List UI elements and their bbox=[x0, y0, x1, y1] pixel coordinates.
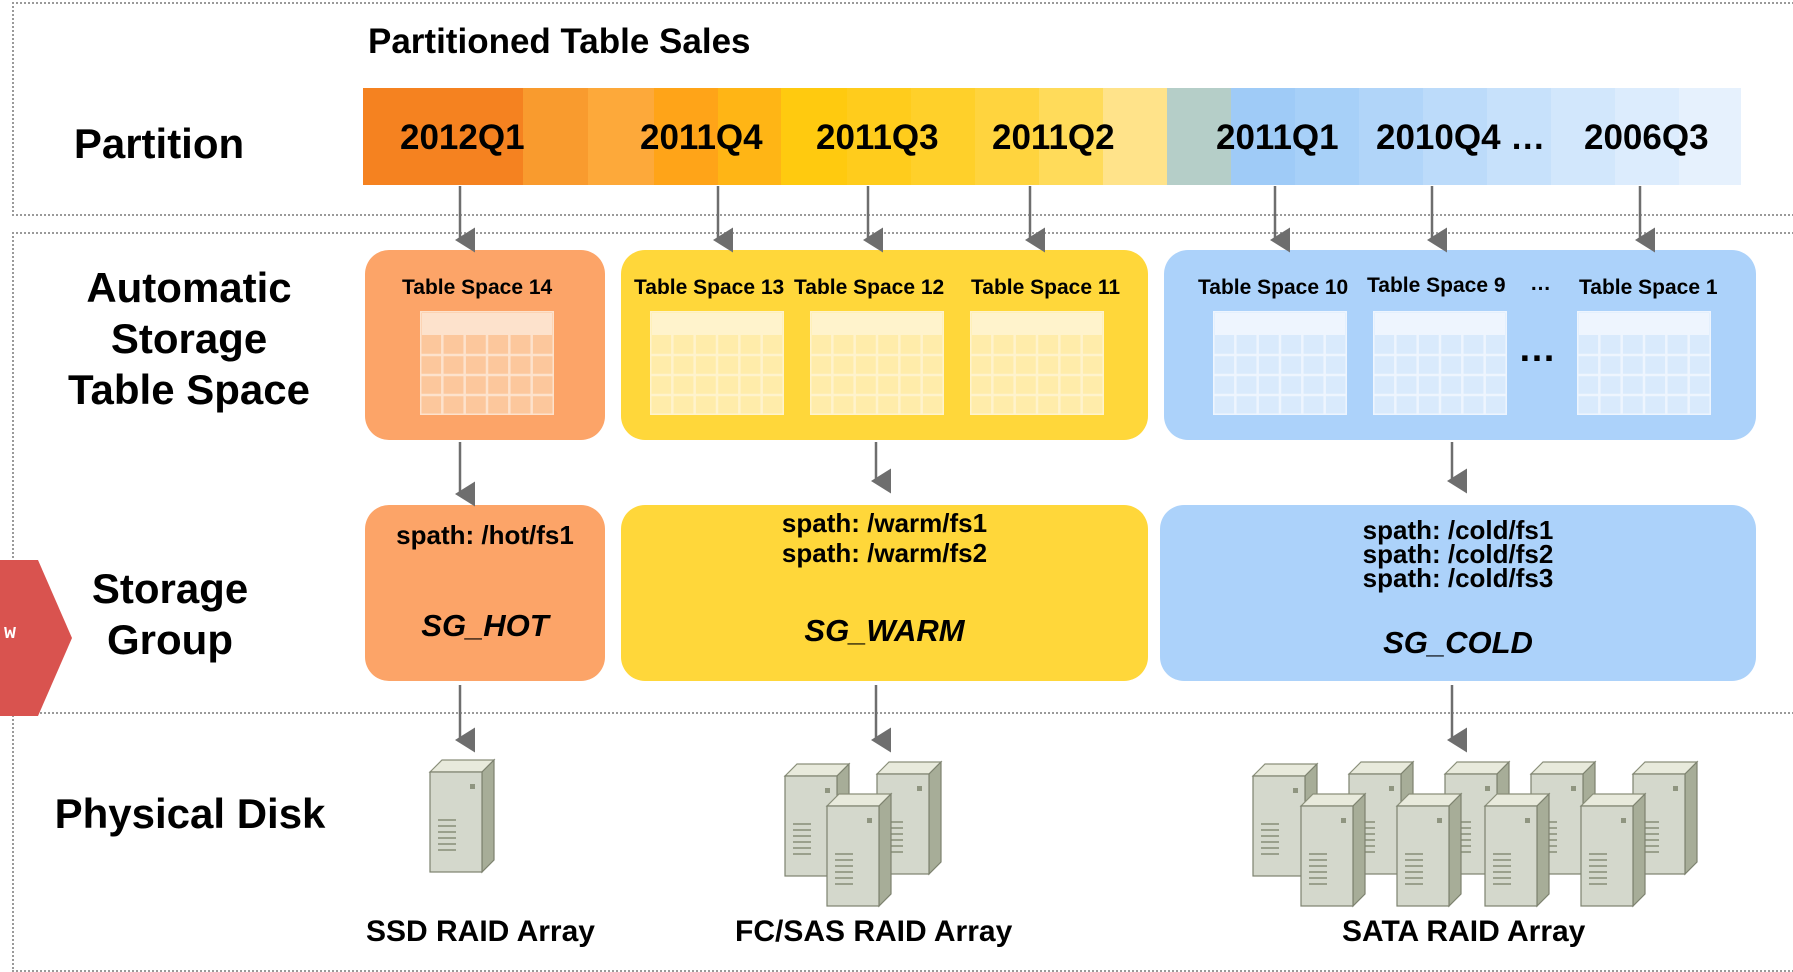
server-icon bbox=[1299, 792, 1367, 908]
tablespace-12-label: Table Space 12 bbox=[794, 276, 945, 299]
servers-warm bbox=[783, 760, 943, 908]
row-label-tablespace-line3: Table Space bbox=[68, 366, 310, 414]
servers-hot bbox=[428, 758, 496, 874]
table-grid-icon bbox=[810, 311, 944, 415]
disk-label-sata: SATA RAID Array bbox=[1342, 915, 1586, 948]
table-grid-icon bbox=[650, 311, 784, 415]
server-icon bbox=[428, 758, 496, 874]
partition-2010q4: 2010Q4 … bbox=[1376, 118, 1546, 157]
sg-warm-paths: spath: /warm/fs1 spath: /warm/fs2 bbox=[781, 508, 988, 568]
table-grid-icon bbox=[1373, 311, 1507, 415]
row-label-storage-line1: Storage bbox=[91, 565, 249, 612]
partition-strip bbox=[363, 88, 1741, 185]
sg-hot-name: SG_HOT bbox=[421, 608, 549, 643]
storage-group-cold bbox=[1160, 505, 1756, 681]
sg-cold-paths: spath: /cold/fs1 spath: /cold/fs2 spath:… bbox=[1362, 515, 1554, 593]
row-label-storage-line2: Group bbox=[107, 616, 233, 664]
storage-group-hot bbox=[365, 505, 605, 681]
partition-2011q3: 2011Q3 bbox=[816, 118, 939, 157]
sg-warm-name: SG_WARM bbox=[804, 613, 965, 648]
table-grid-icon bbox=[1577, 311, 1711, 415]
table-grid-icon bbox=[420, 311, 554, 415]
partition-2012q1: 2012Q1 bbox=[400, 118, 525, 157]
table-grid-icon bbox=[1213, 311, 1347, 415]
side-tab-arrow bbox=[0, 560, 72, 716]
server-icon bbox=[825, 792, 893, 908]
tablespace-13-label: Table Space 13 bbox=[634, 276, 785, 299]
row-label-tablespace-line2: Storage bbox=[110, 315, 268, 363]
disk-label-fcsas: FC/SAS RAID Array bbox=[735, 915, 1013, 948]
tablespace-10-label: Table Space 10 bbox=[1198, 276, 1349, 299]
row-label-tablespace-line1: Automatic bbox=[86, 264, 292, 311]
server-icon bbox=[1483, 792, 1551, 908]
sg-cold-name: SG_COLD bbox=[1383, 625, 1533, 660]
partition-2011q2: 2011Q2 bbox=[992, 118, 1115, 157]
tablespace-1-label: Table Space 1 bbox=[1579, 276, 1718, 299]
table-grid-icon bbox=[970, 311, 1104, 415]
storage-group-warm bbox=[621, 505, 1148, 681]
side-tab-text: w bbox=[4, 622, 17, 645]
disk-label-ssd: SSD RAID Array bbox=[366, 915, 595, 948]
tablespace-11-label: Table Space 11 bbox=[971, 276, 1121, 299]
tablespace-cold-ellipsis: … bbox=[1518, 328, 1556, 370]
row-label-storage-group: Storage Group bbox=[70, 563, 270, 665]
servers-cold bbox=[1251, 760, 1699, 908]
row-label-physical-disk: Physical Disk bbox=[54, 790, 326, 837]
diagram-title: Partitioned Table Sales bbox=[368, 22, 751, 61]
tablespace-9-label: Table Space 9 bbox=[1367, 274, 1506, 297]
sg-hot-paths: spath: /hot/fs1 bbox=[396, 520, 574, 550]
partition-2011q4: 2011Q4 bbox=[640, 118, 763, 157]
partition-band bbox=[12, 2, 1793, 216]
server-icon bbox=[1395, 792, 1463, 908]
tablespace-14-label: Table Space 14 bbox=[402, 276, 553, 299]
row-label-partition: Partition bbox=[73, 120, 245, 167]
tablespace-ellipsis-label: … bbox=[1530, 272, 1551, 295]
partition-2006q3: 2006Q3 bbox=[1584, 118, 1709, 157]
row-label-tablespace: Automatic Storage Table Space bbox=[44, 262, 334, 416]
server-icon bbox=[1579, 792, 1647, 908]
partition-2011q1: 2011Q1 bbox=[1216, 118, 1339, 157]
